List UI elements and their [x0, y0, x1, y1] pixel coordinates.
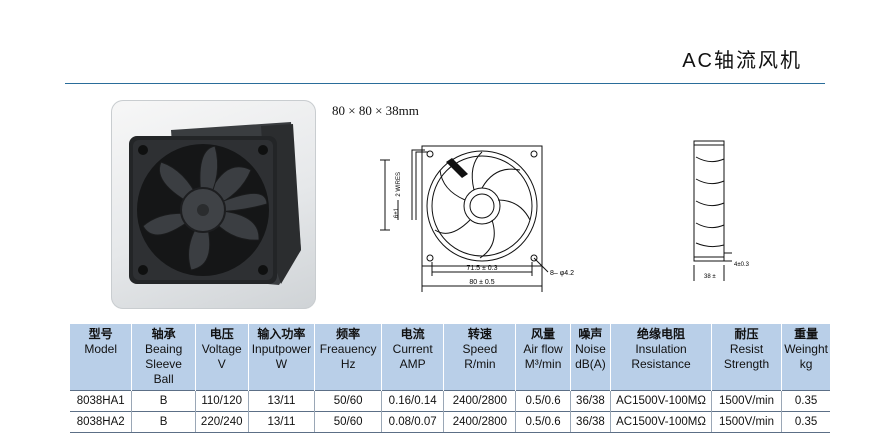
- cell-bearing: B: [131, 390, 196, 412]
- dim-80: 80 ± 0.5: [469, 279, 494, 286]
- front-view-drawing: 2 WIRES 6±1 71.5 ± 0.3 80 ± 0.5 8– φ4.2: [380, 145, 574, 292]
- side-view-drawing: 4±0.3 38 ±: [693, 140, 750, 281]
- cell-resist-strength: 1500V/min: [711, 390, 783, 412]
- dim-38: 38 ±: [704, 274, 716, 280]
- cell-inputpower: 13/11: [248, 411, 316, 433]
- cell-voltage: 110/120: [195, 390, 249, 412]
- dim-6: 6±1: [394, 207, 400, 218]
- cell-insulation: AC1500V-100MΩ: [610, 390, 712, 412]
- table-row: 8038HA2 B 220/240 13/11 50/60 0.08/0.07 …: [70, 411, 830, 433]
- wires-label: 2 WIRES: [396, 172, 402, 197]
- dimensions-label: 80 × 80 × 38mm: [332, 103, 419, 118]
- cell-airflow: 0.5/0.6: [515, 390, 571, 412]
- table-row: 8038HA1 B 110/120 13/11 50/60 0.16/0.14 …: [70, 390, 830, 412]
- cell-weight: 0.35: [781, 390, 830, 412]
- cell-voltage: 220/240: [195, 411, 249, 433]
- cell-noise: 36/38: [570, 390, 612, 412]
- fan-photo-icon: [129, 122, 301, 285]
- cell-resist-strength: 1500V/min: [711, 411, 783, 433]
- dim-hole: 8– φ4.2: [550, 270, 574, 277]
- dim-4: 4±0.3: [734, 262, 750, 268]
- cell-weight: 0.35: [781, 411, 830, 433]
- cell-noise: 36/38: [570, 411, 612, 433]
- cell-speed: 2400/2800: [443, 390, 517, 412]
- dim-71: 71.5 ± 0.3: [466, 265, 497, 272]
- cell-bearing: B: [131, 411, 196, 433]
- cell-model: 8038HA1: [70, 390, 133, 412]
- cell-insulation: AC1500V-100MΩ: [610, 411, 712, 433]
- cell-speed: 2400/2800: [443, 411, 517, 433]
- page-title: AC轴流风机: [682, 50, 802, 72]
- cell-model: 8038HA2: [70, 411, 133, 433]
- title-rule: [65, 83, 825, 84]
- cell-current: 0.16/0.14: [381, 390, 445, 412]
- product-photo: [111, 100, 316, 309]
- cell-frequency: 50/60: [314, 411, 382, 433]
- cell-current: 0.08/0.07: [381, 411, 445, 433]
- cell-inputpower: 13/11: [248, 390, 316, 412]
- cell-airflow: 0.5/0.6: [515, 411, 571, 433]
- cell-frequency: 50/60: [314, 390, 382, 412]
